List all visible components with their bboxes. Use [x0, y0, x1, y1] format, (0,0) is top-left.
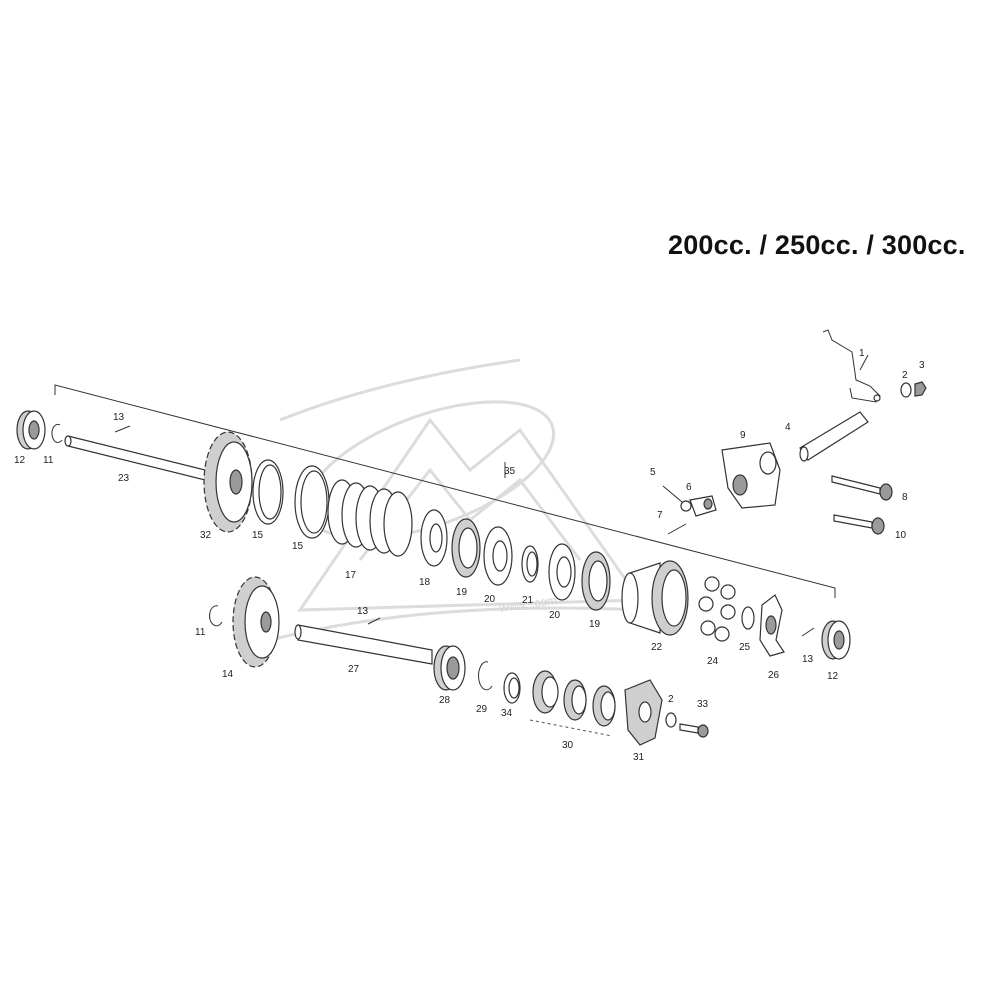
callout-29: 29	[476, 704, 488, 715]
leader-30	[529, 719, 613, 737]
shaft-27	[294, 624, 433, 665]
pin-7	[667, 523, 687, 535]
gear-32	[203, 431, 253, 533]
callout-27: 27	[348, 664, 360, 675]
spring-17	[327, 479, 413, 557]
callout-10: 10	[895, 530, 907, 541]
callout-1: 1	[859, 348, 865, 359]
seal-30-first	[532, 670, 559, 714]
circlip-29	[478, 661, 493, 691]
shaft-23	[64, 435, 206, 481]
thrust-bearing-19-second	[581, 551, 611, 611]
impeller-31	[624, 679, 663, 746]
callout-22: 22	[651, 642, 663, 653]
callout-6: 6	[686, 482, 692, 493]
bolt-33	[679, 723, 709, 738]
pin-13-upper	[114, 425, 131, 433]
ramp-plate-26	[759, 594, 785, 657]
circlip-11-upper	[51, 423, 63, 443]
washer-20-second	[548, 543, 576, 601]
bearing-12-left	[16, 410, 46, 450]
callout-25: 25	[739, 642, 751, 653]
assembly-bracket-35	[54, 384, 836, 598]
callout-5: 5	[650, 467, 656, 478]
washer-15-second	[294, 465, 330, 539]
callout-23: 23	[118, 473, 130, 484]
callout-15b: 15	[292, 541, 304, 552]
seal-30-third	[592, 685, 616, 727]
cup-22	[621, 560, 689, 636]
callout-20a: 20	[484, 594, 496, 605]
callout-20b: 20	[549, 610, 561, 621]
bracket-9	[721, 442, 781, 509]
pin-5	[680, 500, 692, 512]
collar-21	[521, 545, 539, 583]
callout-21: 21	[522, 595, 534, 606]
callout-12b: 12	[827, 671, 839, 682]
balls-24	[698, 576, 736, 642]
callout-26: 26	[768, 670, 780, 681]
callout-3: 3	[919, 360, 925, 371]
callout-14: 14	[222, 669, 234, 680]
shaft-4	[799, 411, 869, 462]
callout-31: 31	[633, 752, 645, 763]
callout-18: 18	[419, 577, 431, 588]
callout-2a: 2	[902, 370, 908, 381]
nut-3	[914, 381, 927, 397]
callout-24: 24	[707, 656, 719, 667]
callout-7: 7	[657, 510, 663, 521]
callout-2b: 2	[668, 694, 674, 705]
callout-33: 33	[697, 699, 709, 710]
ring-25	[741, 606, 755, 630]
pin-13-lower	[367, 617, 381, 625]
callout-12a: 12	[14, 455, 26, 466]
callout-9: 9	[740, 430, 746, 441]
callout-32: 32	[200, 530, 212, 541]
callout-11a: 11	[43, 455, 54, 466]
thrust-bearing-19-first	[451, 518, 481, 578]
bolt-10	[833, 514, 885, 535]
washer-15-first	[252, 459, 284, 525]
washer-18	[420, 509, 448, 567]
callout-30: 30	[562, 740, 574, 751]
leader-1	[859, 354, 869, 371]
callout-labels: 1234567891011111212131313141515171819192…	[14, 348, 925, 763]
callout-28: 28	[439, 695, 451, 706]
callout-8: 8	[902, 492, 908, 503]
callout-15a: 15	[252, 530, 264, 541]
pin-13-right	[801, 627, 815, 637]
bolt-8	[831, 475, 893, 501]
callout-19a: 19	[456, 587, 468, 598]
plate-6	[689, 495, 717, 517]
washer-34	[503, 672, 521, 704]
bearing-28	[433, 645, 466, 691]
callout-13a: 13	[113, 412, 125, 423]
callout-11b: 11	[195, 627, 206, 638]
bearing-12-right	[821, 620, 851, 660]
callout-35: 35	[504, 466, 516, 477]
callout-19b: 19	[589, 619, 601, 630]
seal-30-second	[563, 679, 587, 721]
leader-5	[662, 485, 683, 503]
washer-20-first	[483, 526, 513, 586]
engine-size-title: 200cc. / 250cc. / 300cc.	[668, 230, 966, 260]
callout-13c: 13	[802, 654, 814, 665]
callout-34: 34	[501, 708, 513, 719]
callout-17: 17	[345, 570, 357, 581]
gear-14	[232, 576, 280, 668]
washer-2-upper	[900, 382, 912, 398]
washer-2-lower	[665, 712, 677, 728]
circlip-11-lower	[209, 605, 223, 627]
callout-13b: 13	[357, 606, 369, 617]
cable-lever-1	[822, 329, 881, 403]
callout-4: 4	[785, 422, 791, 433]
